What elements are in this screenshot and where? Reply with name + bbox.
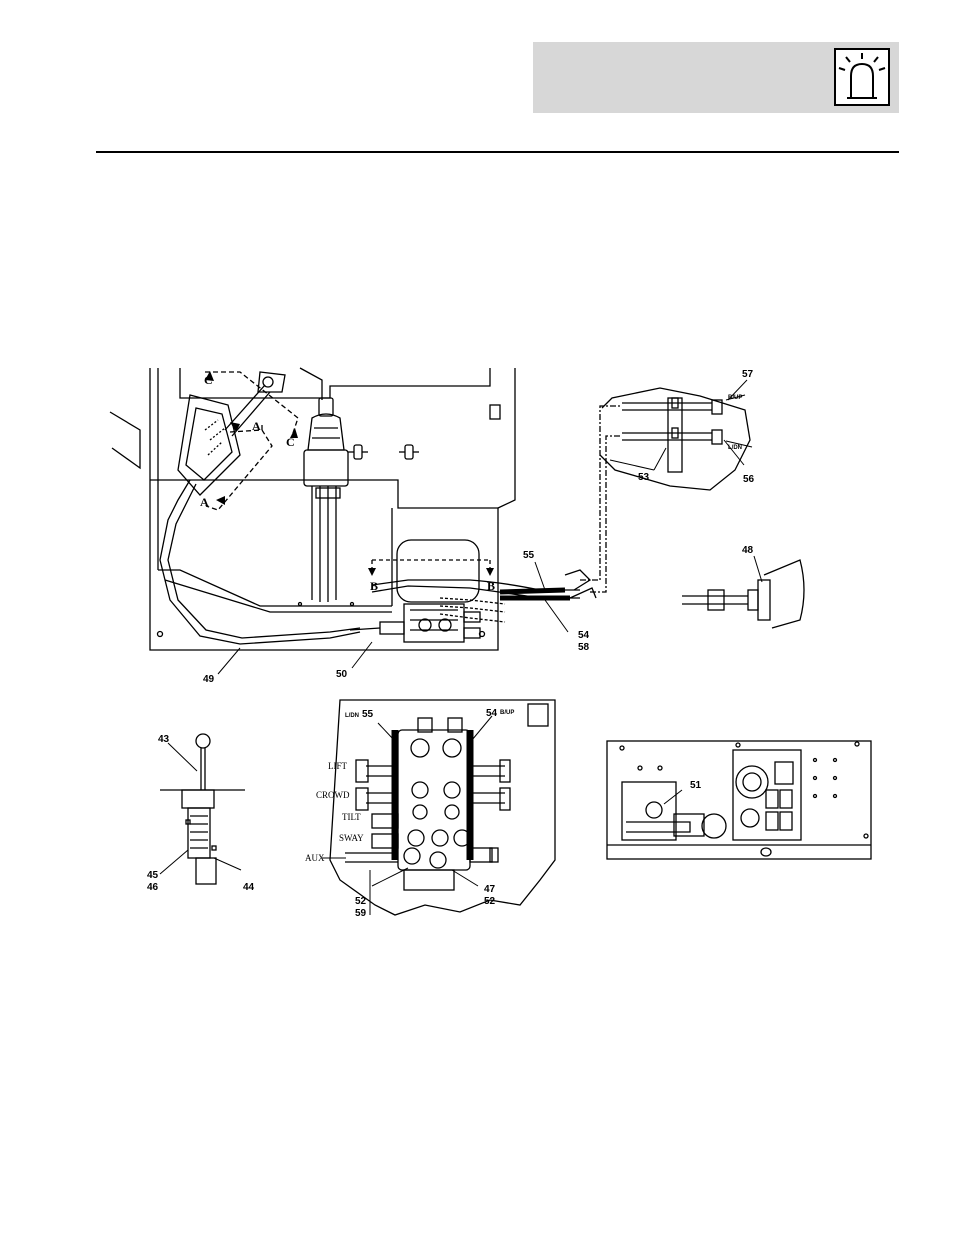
callout-54b: 54 (486, 708, 498, 719)
view-marker-c2: C (286, 435, 295, 449)
cab-control-view (110, 368, 622, 650)
callout-52a: 52 (355, 896, 367, 907)
valve-section-aux: AUX (305, 853, 325, 863)
callout-53: 53 (638, 472, 650, 483)
callout-55a: 55 (523, 550, 535, 561)
view-marker-b2: B (487, 579, 495, 593)
valve-section-tilt: TILT (342, 812, 361, 822)
lever-detail (160, 734, 245, 884)
callout-51: 51 (690, 780, 702, 791)
pressure-switch-detail (600, 388, 750, 490)
panel-detail (607, 741, 871, 859)
callout-50: 50 (336, 669, 348, 680)
callout-47: 47 (484, 884, 496, 895)
callout-44: 44 (243, 882, 255, 893)
callout-45: 45 (147, 870, 159, 881)
callout-49: 49 (203, 674, 215, 685)
view-marker-b1: B (370, 579, 378, 593)
callout-46: 46 (147, 882, 159, 893)
callout-52b: 52 (484, 896, 496, 907)
valve-section-crowd: CROWD (316, 790, 350, 800)
valve-section-sway: SWAY (339, 833, 364, 843)
leader-lines (160, 380, 762, 886)
view-markers (205, 371, 494, 576)
port-label-bup-top: B/UP (728, 395, 742, 401)
view-marker-c1: C (204, 373, 213, 387)
callout-59: 59 (355, 908, 367, 919)
port-label-ldn-top: L/DN (728, 445, 742, 451)
callout-57: 57 (742, 369, 754, 380)
callout-56: 56 (743, 474, 755, 485)
callout-48: 48 (742, 545, 754, 556)
callout-43: 43 (158, 734, 170, 745)
callout-58: 58 (578, 642, 590, 653)
valve-section-detail (330, 700, 555, 915)
view-marker-a1: A (252, 419, 261, 433)
callout-55b: 55 (362, 709, 374, 720)
view-marker-a2: A (200, 495, 209, 509)
valve-section-lift: LIFT (328, 761, 348, 771)
callout-54a: 54 (578, 630, 590, 641)
switch-mount-detail (682, 560, 804, 628)
port-label-bup-valve: B/UP (500, 710, 514, 716)
port-label-ldn-valve: L/DN (345, 713, 359, 719)
